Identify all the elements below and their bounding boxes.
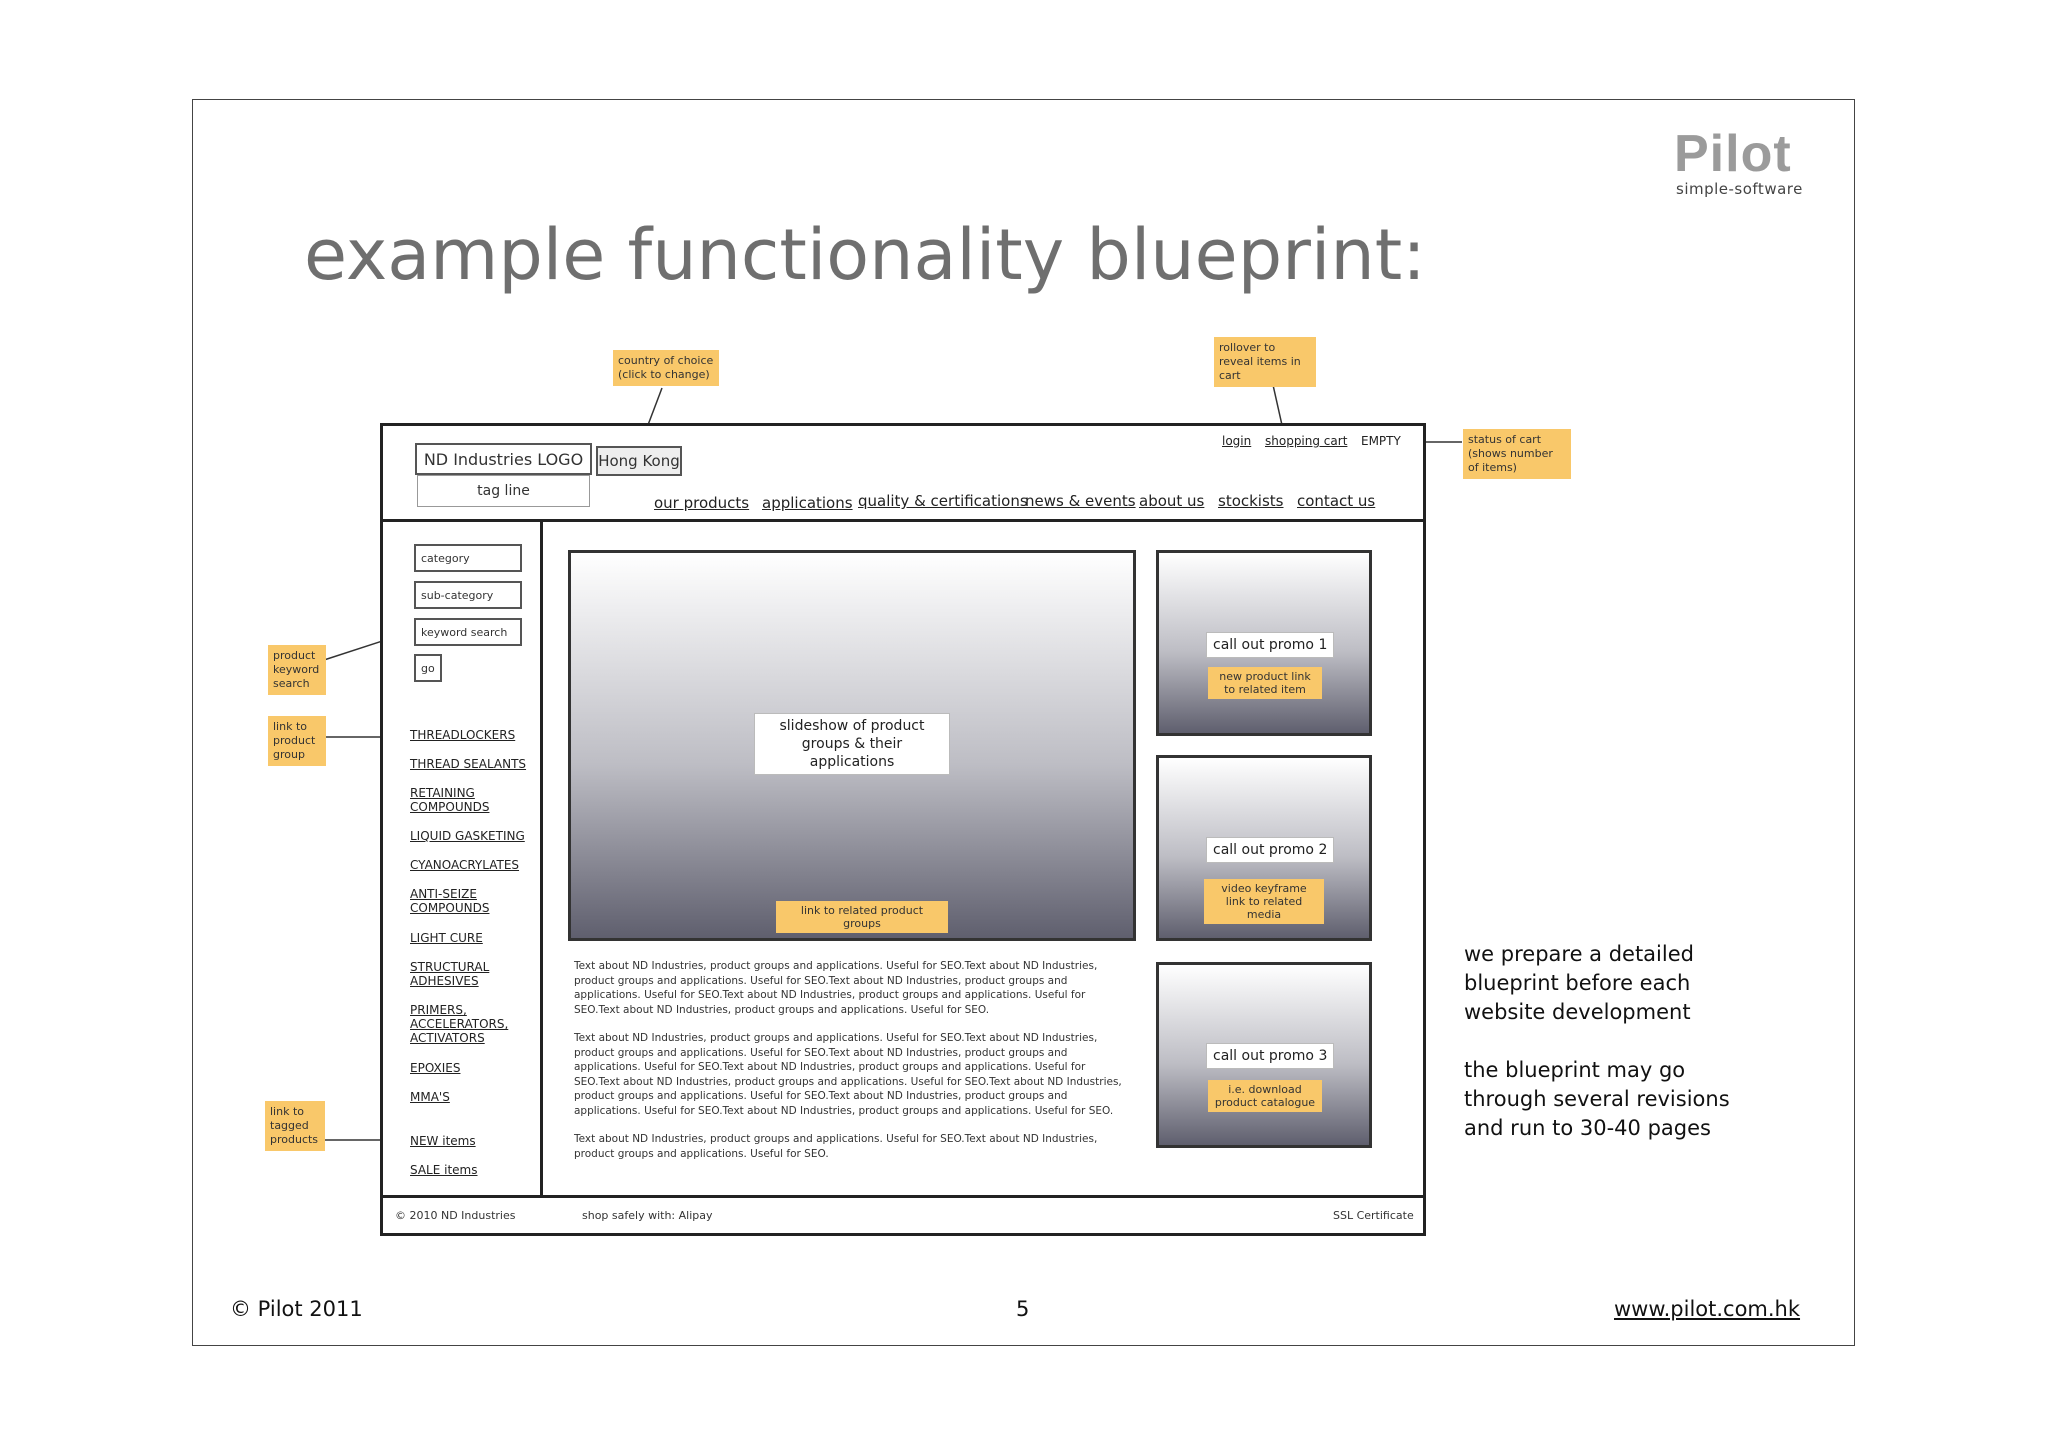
logo-wordmark: Pilot [1674,125,1792,183]
product-group-link[interactable]: STRUCTURAL ADHESIVES [410,960,490,988]
go-button[interactable]: go [414,654,442,682]
promo-title-1: call out promo 1 [1206,632,1335,658]
annotation-rollover: rollover to reveal items in cart [1214,337,1316,387]
payment-info: shop safely with: Alipay [582,1209,713,1222]
nav-quality-certifications[interactable]: quality & certifications [858,492,1028,510]
annotation-tagged-products: link to tagged products [265,1101,325,1151]
seo-paragraph: Text about ND Industries, product groups… [574,1032,1122,1117]
promo-action-3[interactable]: i.e. download product catalogue [1208,1080,1322,1112]
category-select[interactable]: category [414,544,522,572]
product-group-link[interactable]: THREADLOCKERS [410,728,516,742]
logo-tagline: simple-software [1676,180,1803,198]
pilot-logo: Pilot simple-software [1674,126,1814,198]
product-group-link[interactable]: CYANOACRYLATES [410,858,520,872]
nav-applications[interactable]: applications [762,494,853,512]
product-group-link[interactable]: MMA'S [410,1090,450,1104]
product-group-link[interactable]: EPOXIES [410,1061,461,1075]
cart-status: EMPTY [1361,434,1401,448]
side-note-paragraph: we prepare a detailed blueprint before e… [1464,942,1694,1024]
keyword-search-input[interactable]: keyword search [414,618,522,646]
seo-paragraph: Text about ND Industries, product groups… [574,960,1098,1016]
product-group-link[interactable]: RETAINING COMPOUNDS [410,786,490,814]
nav-contact-us[interactable]: contact us [1297,492,1376,510]
promo-title-3: call out promo 3 [1206,1043,1335,1069]
country-selector[interactable]: Hong Kong [596,446,682,476]
nav-our-products[interactable]: our products [654,494,750,512]
page-number: 5 [1016,1297,1030,1321]
product-group-link[interactable]: LIGHT CURE [410,931,483,945]
login-link[interactable]: login [1222,434,1252,448]
slide-frame [192,99,1855,1346]
product-group-link[interactable]: ANTI-SEIZE COMPOUNDS [410,887,490,915]
slide-copyright: © Pilot 2011 [230,1297,363,1321]
site-logo-box[interactable]: ND Industries LOGO [415,443,592,475]
subcategory-select[interactable]: sub-category [414,581,522,609]
product-group-link[interactable]: PRIMERS, ACCELERATORS, ACTIVATORS [410,1003,509,1045]
nav-about-us[interactable]: about us [1139,492,1205,510]
seo-body-text: Text about ND Industries, product groups… [574,959,1134,1175]
tagged-link-new[interactable]: NEW items [410,1134,476,1148]
annotation-product-group: link to product group [268,716,326,766]
nav-stockists[interactable]: stockists [1218,492,1284,510]
side-note-paragraph: the blueprint may go through several rev… [1464,1058,1730,1140]
promo-action-1[interactable]: new product link to related item [1208,667,1322,699]
promo-title-2: call out promo 2 [1206,837,1335,863]
ssl-certificate[interactable]: SSL Certificate [1333,1209,1414,1222]
site-copyright: © 2010 ND Industries [395,1209,516,1222]
slideshow-related-link[interactable]: link to related product groups [776,901,948,933]
slide-title: example functionality blueprint: [304,214,1426,296]
header-divider [380,519,1426,522]
annotation-country: country of choice (click to change) [613,350,719,386]
nav-news-events[interactable]: news & events [1025,492,1136,510]
product-group-link[interactable]: LIQUID GASKETING [410,829,525,843]
slideshow-label: slideshow of product groups & their appl… [754,713,950,775]
promo-action-2[interactable]: video keyframe link to related media [1204,879,1324,924]
tagged-link-sale[interactable]: SALE items [410,1163,478,1177]
shopping-cart-link[interactable]: shopping cart [1265,434,1348,448]
annotation-cart-status: status of cart (shows number of items) [1463,429,1571,479]
product-group-link[interactable]: THREAD SEALANTS [410,757,527,771]
sidebar-divider [540,519,543,1196]
site-tagline-box: tag line [417,475,590,507]
footer-divider [380,1195,1426,1198]
annotation-keyword-search: product keyword search [268,645,326,695]
side-notes: we prepare a detailed blueprint before e… [1464,940,1744,1172]
website-link[interactable]: www.pilot.com.hk [1614,1297,1801,1321]
seo-paragraph: Text about ND Industries, product groups… [574,1133,1098,1160]
